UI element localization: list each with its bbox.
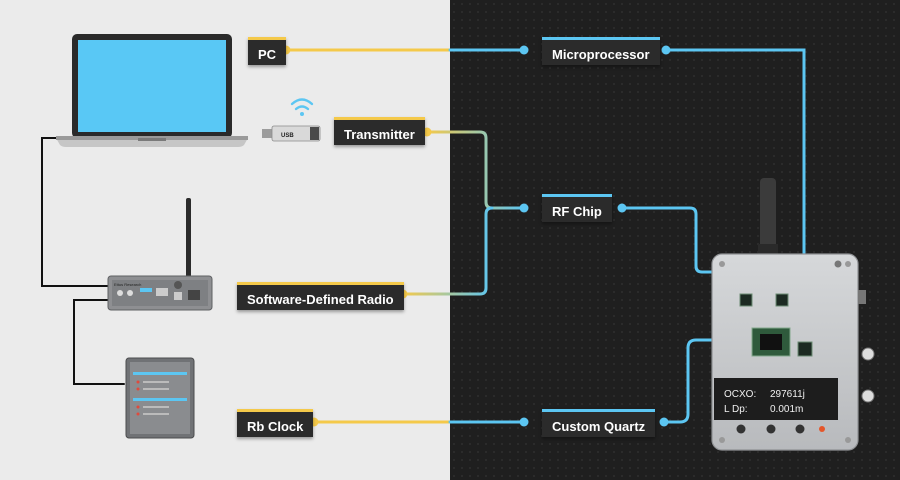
sdr-device-icon: Ettus Research [107, 198, 213, 311]
usb-dongle-icon: USB [262, 125, 321, 142]
laptop-icon [56, 34, 248, 147]
device-button-3 [795, 424, 805, 434]
microprocessor-out-dot [661, 45, 671, 55]
device-chip-1 [739, 293, 753, 307]
quartz-in-dot [519, 417, 529, 427]
svg-text:Ettus Research: Ettus Research [114, 282, 141, 287]
transmitter-rfchip-link [425, 130, 526, 210]
laptop-sdr-cable [41, 137, 111, 287]
display-row2-value: 0.001m [770, 404, 803, 415]
label-transmitter: Transmitter [334, 117, 425, 145]
quartz-device-link [662, 338, 748, 424]
display-row2-label: L Dp: [724, 404, 748, 415]
rfchip-in-dot [519, 203, 529, 213]
label-rb-clock: Rb Clock [237, 409, 314, 437]
quartz-out-dot [659, 417, 669, 427]
rb-clock-device-icon [125, 357, 195, 439]
label-custom-quartz: Custom Quartz [542, 409, 656, 437]
device-button-2 [766, 424, 776, 434]
sdr-rfchip-link [401, 206, 494, 296]
display-row1-label: OCXO: [724, 389, 756, 400]
connector-dots [281, 45, 671, 427]
label-rf-chip: RF Chip [542, 194, 612, 222]
connection-lines [41, 48, 806, 424]
label-sdr: Software-Defined Radio [237, 282, 404, 310]
label-microprocessor: Microprocessor [542, 37, 660, 65]
device-button-1 [736, 424, 746, 434]
sdr-rbclock-cable [73, 299, 125, 385]
microprocessor-device-link [664, 48, 806, 347]
display-row1-value: 297611j [770, 389, 805, 400]
label-pc: PC [248, 37, 287, 65]
device-display [714, 378, 838, 420]
device-chip-3 [797, 341, 813, 357]
custom-device: OCXO: 297611j L Dp: 0.001m [711, 178, 875, 451]
microprocessor-dot [519, 45, 529, 55]
rfchip-out-dot [617, 203, 627, 213]
usb-text: USB [281, 133, 294, 139]
wifi-icon [290, 98, 314, 116]
device-chip-2 [775, 293, 789, 307]
device-led [819, 426, 825, 432]
